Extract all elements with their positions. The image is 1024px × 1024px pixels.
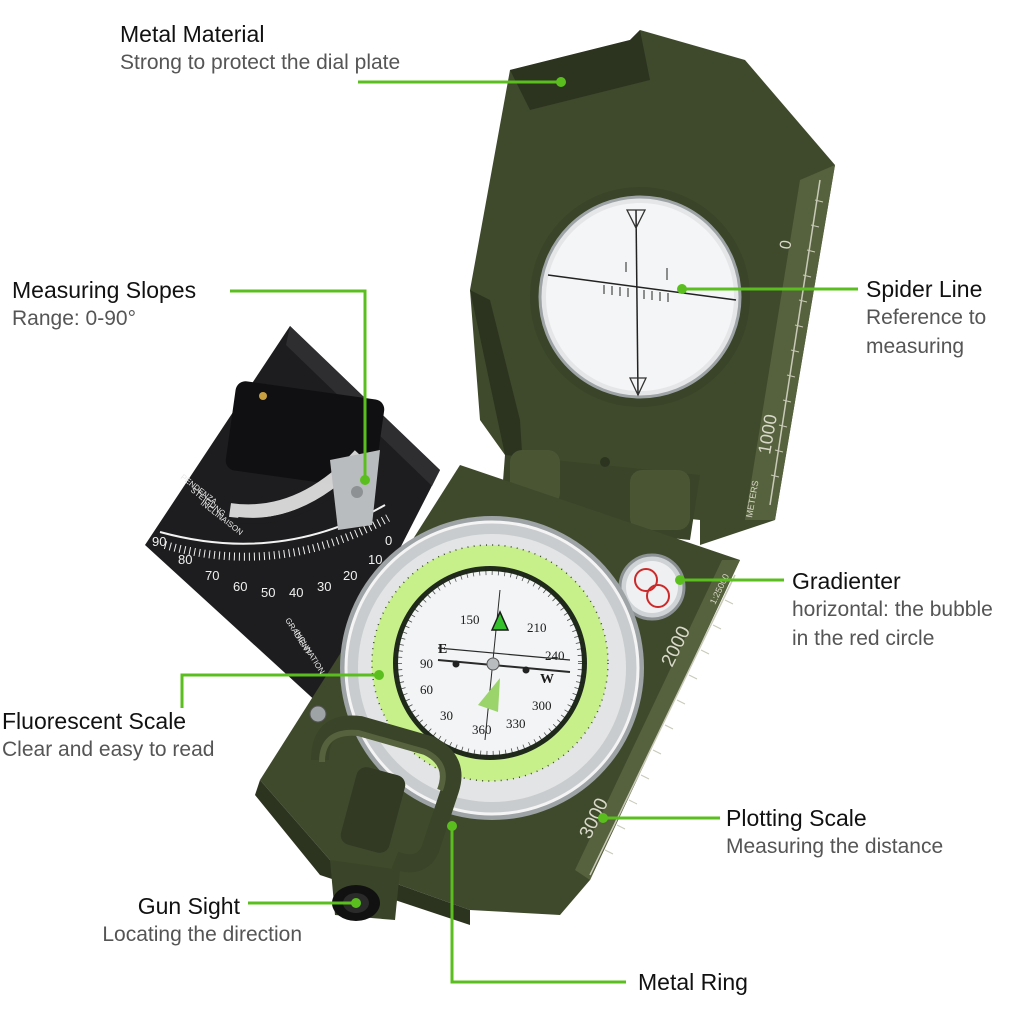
leader-lines xyxy=(180,80,858,984)
clinometer-scale-label: 50 xyxy=(261,585,275,600)
callout-desc: Strong to protect the dial plate xyxy=(120,51,401,74)
dial-number-210: 210 xyxy=(527,620,547,635)
callout-title: Gradienter xyxy=(792,568,901,594)
callout-desc: Range: 0-90° xyxy=(12,307,136,330)
dial-number-300: 300 xyxy=(532,698,552,713)
callout-desc-line-1: horizontal: the bubble xyxy=(792,598,993,621)
south-arrow-icon xyxy=(478,678,500,712)
dial-number-90: 90 xyxy=(420,656,433,671)
lid-scale-zero: 0 xyxy=(777,239,795,251)
leader-metal-ring xyxy=(450,826,626,984)
dial-number-330: 330 xyxy=(506,716,526,731)
callout-title: Plotting Scale xyxy=(726,805,867,831)
dial-number-30: 30 xyxy=(440,708,453,723)
clinometer-scale-label: 20 xyxy=(343,568,357,583)
clinometer-scale-label: 80 xyxy=(178,552,192,567)
leader-dots xyxy=(351,77,687,908)
clinometer-scale-label: 90 xyxy=(152,534,166,549)
clinometer-scale-label: 40 xyxy=(289,585,303,600)
callout-desc-line-2: in the red circle xyxy=(792,627,935,650)
dial-number-360: 360 xyxy=(472,722,492,737)
callout-plotting-scale: Plotting Scale Measuring the distance xyxy=(726,804,943,861)
dial-letter-w: W xyxy=(540,672,554,687)
dial-number-60: 60 xyxy=(420,682,433,697)
clinometer-scale-label: 0 xyxy=(385,533,392,548)
dial-letter-e: E xyxy=(438,642,447,657)
spider-line-horizontal xyxy=(547,274,737,301)
callout-title: Metal Ring xyxy=(638,969,748,995)
callout-desc-line-2: measuring xyxy=(866,335,965,358)
callout-measuring-slopes: Measuring Slopes Range: 0-90° xyxy=(12,276,196,333)
clinometer-scale-label: 30 xyxy=(317,579,331,594)
callout-metal-ring: Metal Ring xyxy=(638,968,748,996)
dial-number-150: 150 xyxy=(460,612,480,627)
callout-desc-line-1: Reference to xyxy=(866,306,987,329)
clinometer-scale-label: 70 xyxy=(205,568,219,583)
callout-title: Spider Line xyxy=(866,276,983,302)
callout-metal-material: Metal Material Strong to protect the dia… xyxy=(120,20,400,77)
leader-fluorescent-scale xyxy=(180,673,379,708)
callout-desc: Locating the direction xyxy=(102,923,302,946)
clinometer-scale-label: 10 xyxy=(368,552,382,567)
lid-scale-ticks xyxy=(770,199,824,478)
callout-title: Measuring Slopes xyxy=(12,277,197,303)
callout-desc: Measuring the distance xyxy=(726,835,944,858)
base-scale-ticks xyxy=(604,599,734,855)
callout-title: Metal Material xyxy=(120,21,265,47)
callout-title: Gun Sight xyxy=(137,893,240,919)
spider-line-vertical xyxy=(635,209,639,396)
clinometer-scale-label: 60 xyxy=(233,579,247,594)
north-arrow-icon xyxy=(490,610,510,631)
compass-lid: 0 1000 METERS xyxy=(470,30,835,545)
callout-gun-sight: Gun Sight Locating the direction xyxy=(60,892,302,949)
callout-desc: Clear and easy to read xyxy=(2,738,215,761)
leader-measuring-slopes xyxy=(230,289,367,480)
callout-gradienter: Gradienter horizontal: the bubble in the… xyxy=(792,567,993,653)
callout-fluorescent-scale: Fluorescent Scale Clear and easy to read xyxy=(2,707,214,764)
callout-title: Fluorescent Scale xyxy=(2,708,187,734)
callout-spider-line: Spider Line Reference to measuring xyxy=(866,275,986,361)
dial-number-240: 240 xyxy=(545,648,565,663)
